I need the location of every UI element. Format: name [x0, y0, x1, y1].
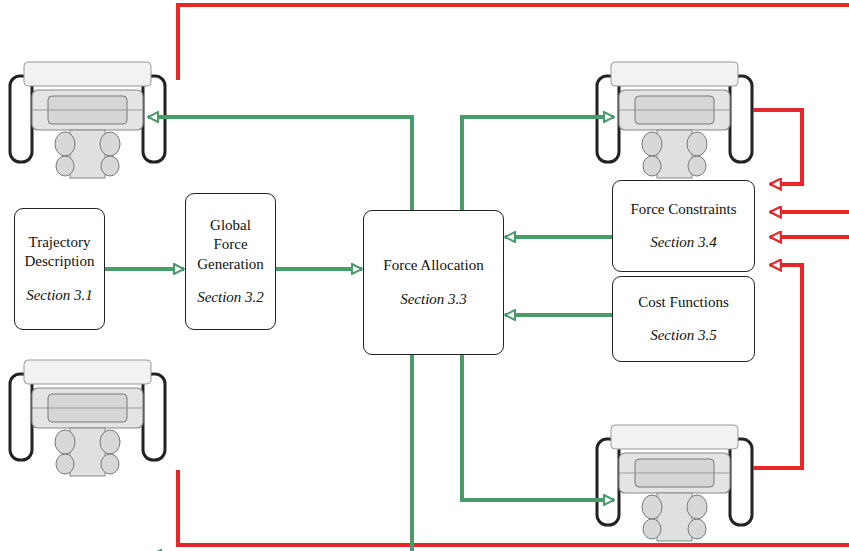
process-box: Global Force GenerationSection 3.2 [185, 193, 276, 330]
box-title: Cost Functions [638, 293, 728, 313]
feedback-line [178, 5, 849, 545]
flow-arrow [105, 267, 184, 271]
process-box: Cost FunctionsSection 3.5 [612, 276, 755, 362]
process-box: Force ConstraintsSection 3.4 [612, 180, 755, 272]
section-ref: Section 3.4 [650, 233, 717, 253]
section-ref: Section 3.3 [400, 290, 467, 310]
box-title: Force Allocation [383, 256, 483, 276]
flow-arrow [505, 313, 612, 317]
box-title: Force Constraints [630, 200, 736, 220]
section-ref: Section 3.2 [197, 288, 264, 308]
section-ref: Section 3.1 [26, 286, 93, 306]
flow-arrow [276, 267, 362, 271]
process-box: Force AllocationSection 3.3 [363, 210, 504, 355]
flow-arrow [505, 235, 612, 239]
process-box: Trajectory DescriptionSection 3.1 [14, 208, 105, 330]
force-command-line [148, 117, 614, 551]
section-ref: Section 3.5 [650, 326, 717, 346]
box-title: Global Force Generation [194, 216, 267, 275]
box-title: Trajectory Description [23, 233, 96, 272]
